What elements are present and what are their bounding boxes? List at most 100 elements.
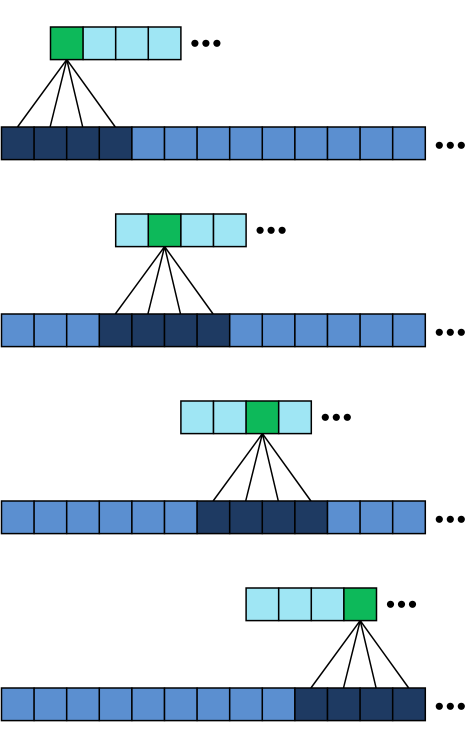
input-row	[0, 126, 427, 161]
ellipsis-dot	[457, 702, 465, 710]
input-cell	[294, 126, 329, 161]
output-row	[114, 213, 247, 248]
ellipsis-dot	[202, 39, 210, 47]
input-row	[0, 313, 427, 348]
ellipsis-icon	[191, 39, 221, 47]
input-cell	[326, 126, 361, 161]
input-cell	[131, 687, 166, 722]
output-cell	[180, 400, 215, 435]
output-cell	[245, 587, 280, 622]
output-cell	[212, 400, 247, 435]
input-cell	[196, 126, 231, 161]
output-cell	[180, 213, 215, 248]
connector-line	[66, 59, 116, 128]
input-cell	[391, 126, 427, 161]
ellipsis-icon	[321, 413, 351, 421]
ellipsis-icon	[435, 515, 465, 523]
input-cell	[98, 500, 133, 535]
input-cell-window	[294, 687, 329, 722]
ellipsis-dot	[457, 141, 465, 149]
ellipsis-dot	[191, 39, 199, 47]
input-cell	[326, 313, 361, 348]
input-cell	[65, 687, 101, 722]
ellipsis-dot	[321, 413, 329, 421]
input-cell	[391, 313, 427, 348]
output-cell-active	[147, 213, 182, 248]
ellipsis-dot	[446, 141, 454, 149]
ellipsis-icon	[435, 702, 465, 710]
input-cell-window	[326, 687, 361, 722]
input-cell-window	[131, 313, 166, 348]
ellipsis-dot	[446, 515, 454, 523]
input-cell	[131, 126, 166, 161]
input-cell	[359, 126, 394, 161]
ellipsis-dot	[397, 600, 406, 608]
output-row	[245, 587, 378, 622]
panel-4	[0, 587, 465, 722]
ellipsis-dot	[435, 141, 443, 149]
input-cell-window	[65, 126, 101, 161]
output-cell	[147, 26, 182, 61]
connector-line	[147, 246, 166, 315]
output-cell	[82, 26, 117, 61]
input-cell	[163, 126, 198, 161]
ellipsis-dot	[213, 39, 221, 47]
input-cell	[326, 500, 361, 535]
input-cell	[33, 500, 68, 535]
input-cell-window	[98, 313, 133, 348]
ellipsis-dot	[446, 702, 454, 710]
input-cell-window	[359, 687, 394, 722]
output-cell	[310, 587, 345, 622]
connector-line	[114, 246, 166, 315]
output-cell-active	[245, 400, 280, 435]
output-cell	[212, 213, 247, 248]
input-cell	[163, 687, 198, 722]
connector-line	[261, 433, 312, 502]
input-cell	[131, 500, 166, 535]
input-cell-window	[0, 126, 35, 161]
output-cell	[277, 400, 313, 435]
output-cell-active	[49, 26, 84, 61]
input-cell-window	[196, 500, 231, 535]
input-cell-window	[261, 500, 296, 535]
input-cell	[65, 313, 101, 348]
ellipsis-dot	[386, 600, 395, 608]
input-cell	[261, 687, 296, 722]
connector-line	[16, 59, 68, 128]
output-row	[180, 400, 313, 435]
connector-line	[359, 620, 377, 689]
input-cell-window	[196, 313, 231, 348]
input-cell	[33, 687, 68, 722]
output-cell	[114, 213, 150, 248]
input-cell	[228, 313, 264, 348]
input-cell-window	[228, 500, 264, 535]
input-cell	[98, 687, 133, 722]
connector-line	[49, 59, 68, 128]
ellipsis-icon	[256, 226, 286, 234]
ellipsis-dot	[435, 328, 443, 336]
connector-line	[66, 59, 84, 128]
input-cell-window	[98, 126, 133, 161]
input-cell	[33, 313, 68, 348]
input-row	[0, 687, 427, 722]
input-cell	[0, 313, 35, 348]
ellipsis-dot	[408, 600, 417, 608]
input-cell	[196, 687, 231, 722]
input-cell	[359, 313, 394, 348]
connector-line	[261, 433, 280, 502]
ellipsis-icon	[435, 141, 465, 149]
input-cell-window	[294, 500, 329, 535]
input-cell	[163, 500, 198, 535]
input-cell	[294, 313, 329, 348]
output-row	[49, 26, 182, 61]
input-cell	[359, 500, 394, 535]
input-cell-window	[163, 313, 198, 348]
input-cell	[228, 126, 264, 161]
output-cell	[277, 587, 313, 622]
input-cell	[261, 313, 296, 348]
panel-3	[0, 400, 465, 535]
ellipsis-icon	[435, 328, 465, 336]
ellipsis-dot	[435, 515, 443, 523]
ellipsis-dot	[267, 226, 275, 234]
